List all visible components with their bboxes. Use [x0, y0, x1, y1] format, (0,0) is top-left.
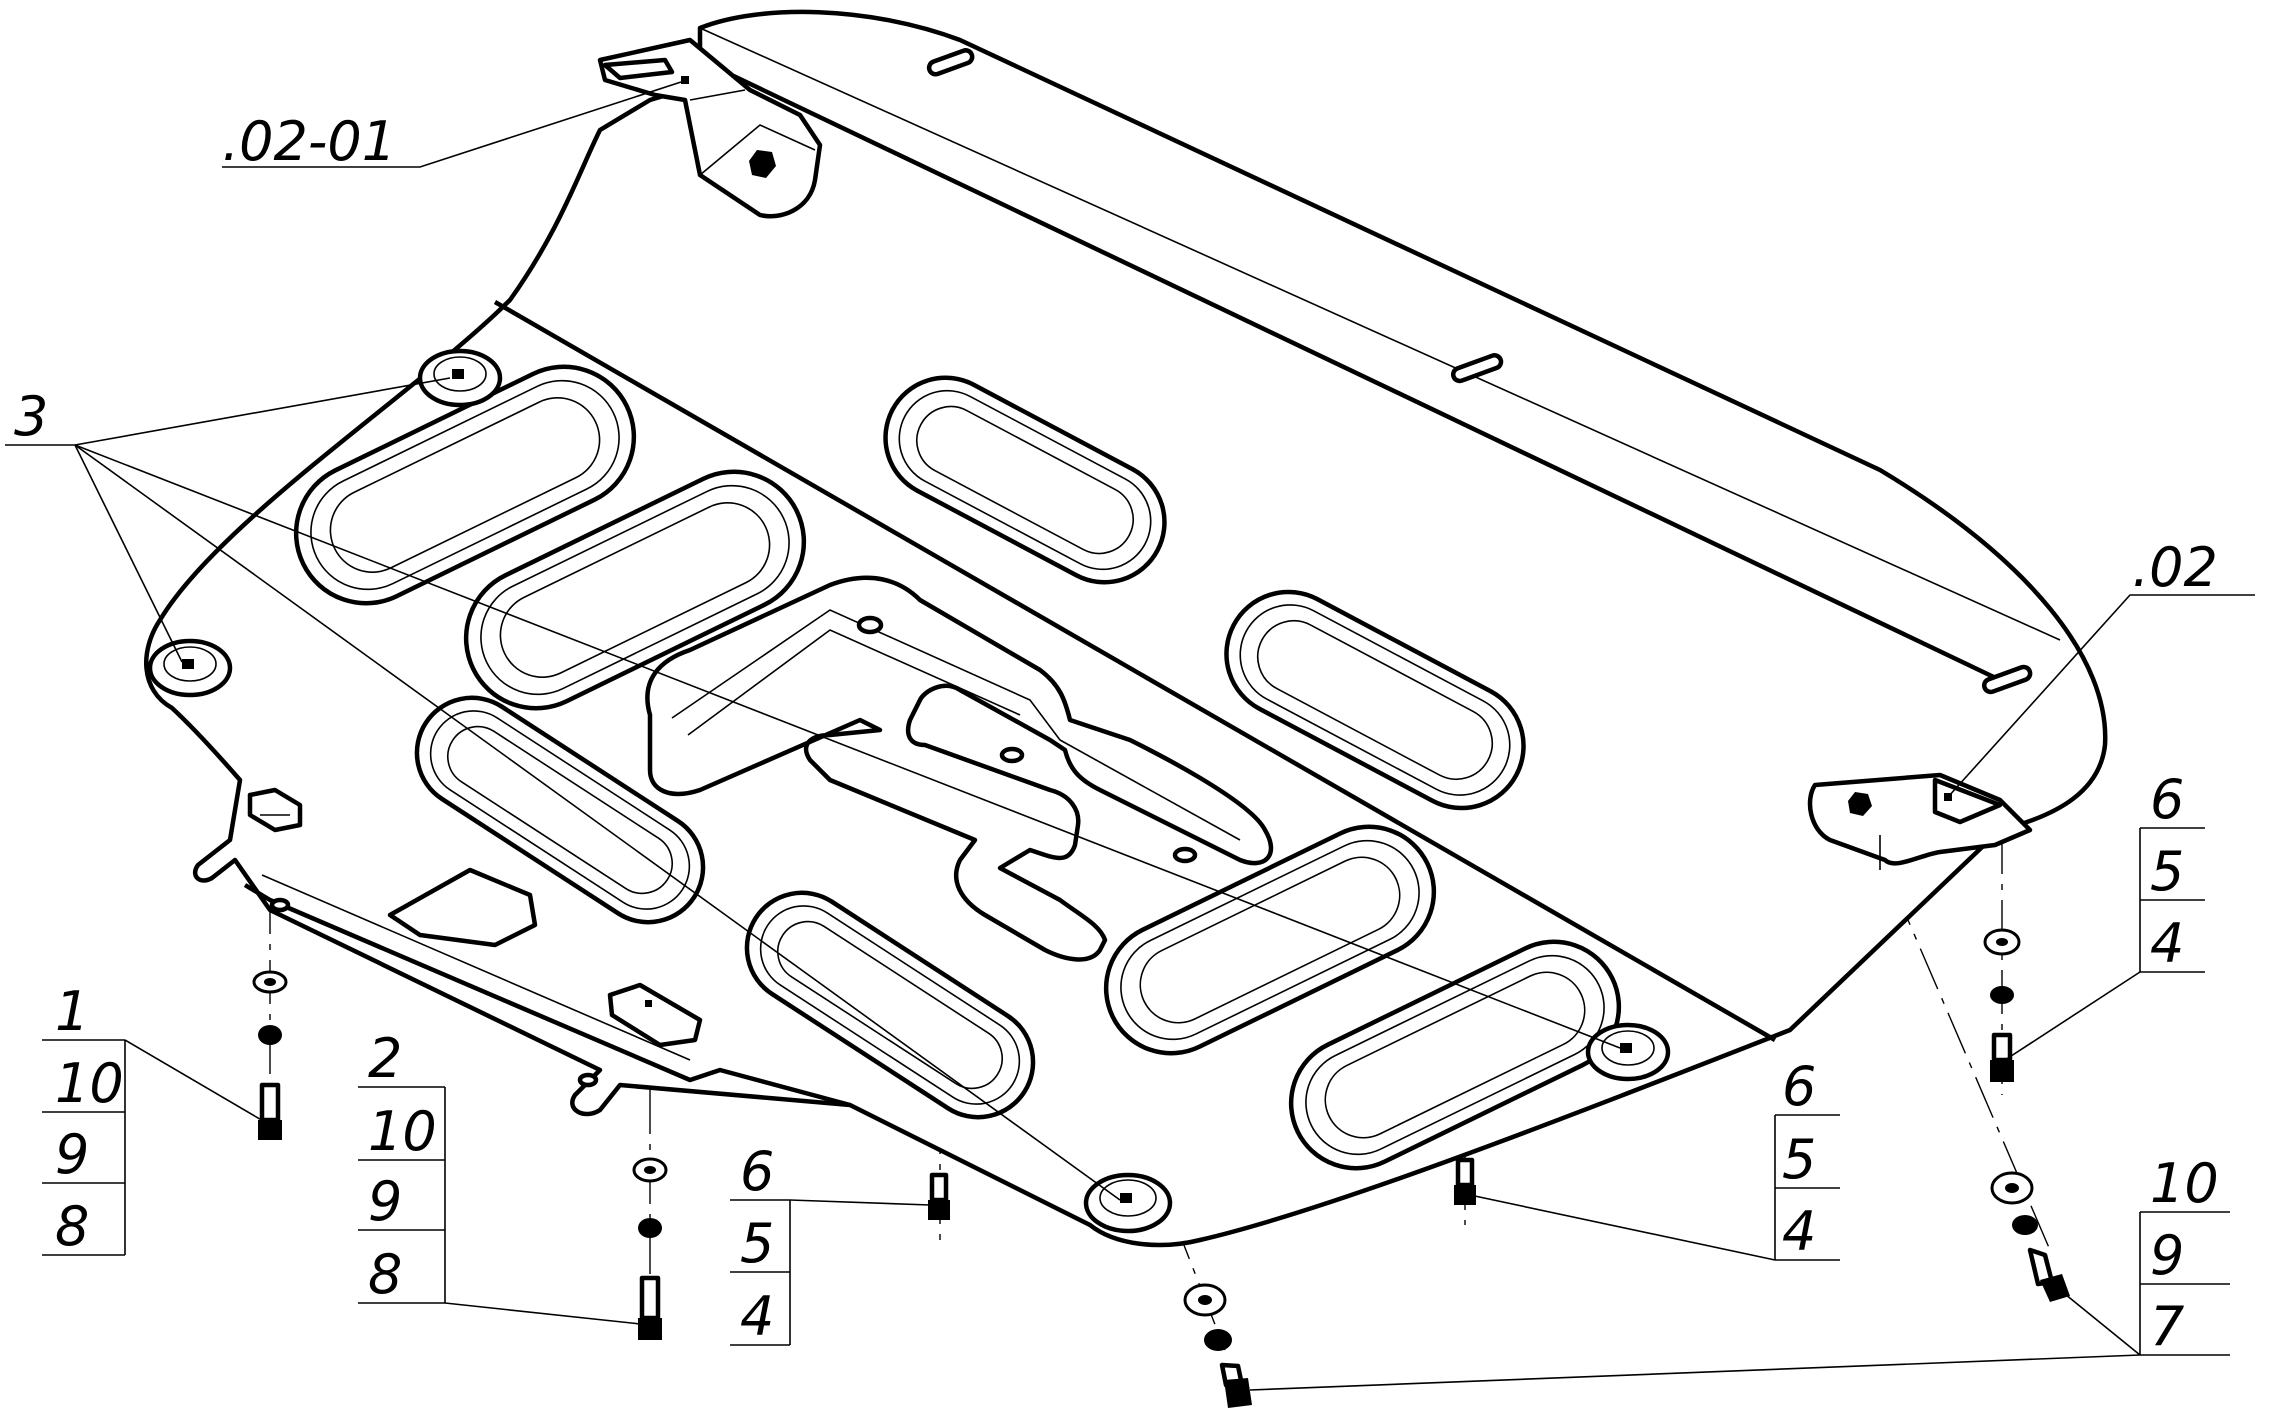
stack-right-bottom-item-0: 10 — [2150, 1152, 2219, 1215]
stack-front-mid: 2 10 9 8 — [358, 1027, 446, 1306]
stack-right-bottom-item-2: 7 — [2150, 1295, 2184, 1358]
stack-center-bottom-item-2: 4 — [740, 1285, 774, 1348]
callout-02-label: .02 — [2132, 536, 2218, 599]
leader-lines — [5, 81, 2255, 1391]
small-holes — [269, 615, 1198, 1088]
top-edge-line — [699, 57, 2001, 683]
nut-icon — [1848, 792, 1872, 816]
nut-icon — [749, 150, 776, 178]
lower-flange — [243, 883, 851, 1108]
plate-bend-line — [493, 300, 1777, 1042]
stack-right-top-item-1: 5 — [2150, 840, 2184, 903]
stack-center-right-item-0: 6 — [1782, 1055, 1816, 1118]
stack-right-bottom-item-1: 9 — [2150, 1224, 2184, 1287]
grommet-1 — [417, 348, 503, 408]
stack-center-bottom-item-0: 6 — [740, 1140, 774, 1203]
stiffening-ribs — [293, 364, 1622, 1171]
grommet-2 — [147, 638, 233, 698]
front-crease — [699, 27, 2061, 641]
stack-center-right-item-1: 5 — [1782, 1128, 1816, 1191]
stack-front-left-item-1: 10 — [55, 1052, 124, 1115]
callout-02: .02 — [2132, 536, 2218, 599]
stack-center-bottom-item-1: 5 — [740, 1212, 774, 1275]
stack-front-left: 1 10 9 8 — [42, 980, 126, 1258]
fasteners — [252, 928, 2070, 1408]
callout-02-01-label: .02-01 — [222, 110, 396, 173]
stack-right-bottom: 10 9 7 — [2139, 1152, 2230, 1358]
bracket-02-01 — [597, 37, 823, 219]
plate-outline — [144, 9, 2108, 1248]
stack-center-bottom: 6 5 4 — [730, 1140, 791, 1348]
callout-02-01: .02-01 — [222, 110, 396, 173]
lower-brackets — [247, 787, 703, 1048]
stack-front-left-item-3: 8 — [55, 1195, 89, 1258]
center-zigzag-rib — [645, 575, 1274, 962]
stack-front-mid-item-1: 10 — [368, 1100, 437, 1163]
stack-right-top-item-0: 6 — [2150, 768, 2184, 831]
callout-3-label: 3 — [14, 385, 48, 448]
stack-front-left-item-0: 1 — [55, 980, 89, 1043]
stack-front-mid-item-2: 9 — [368, 1170, 402, 1233]
stack-center-right-item-2: 4 — [1782, 1200, 1816, 1263]
grommet-4 — [1585, 1022, 1671, 1082]
callout-3: 3 — [14, 385, 48, 448]
stack-front-mid-item-3: 8 — [368, 1243, 402, 1306]
stack-right-top: 6 5 4 — [2139, 768, 2205, 975]
flange-slots — [926, 48, 2033, 695]
skid-plate — [144, 9, 2108, 1248]
stack-right-top-item-2: 4 — [2150, 912, 2184, 975]
stack-front-left-item-2: 9 — [55, 1123, 89, 1186]
lower-flange-inner — [261, 874, 691, 1061]
stack-front-mid-item-0: 2 — [368, 1027, 402, 1090]
grommet-3 — [1083, 1172, 1173, 1234]
grommets — [147, 348, 1671, 1234]
stack-center-right: 6 5 4 — [1774, 1055, 1840, 1263]
